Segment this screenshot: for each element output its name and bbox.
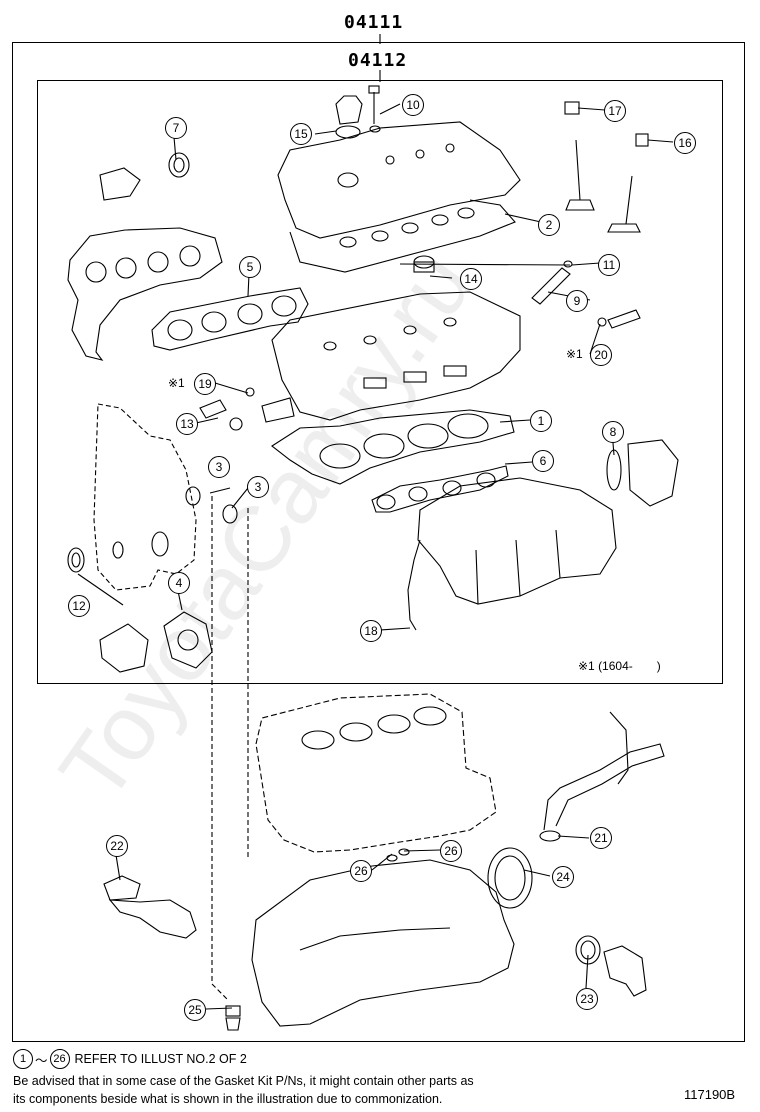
callout-6: 6 bbox=[532, 450, 554, 472]
callout-19: 19 bbox=[194, 373, 216, 395]
ref-from-callout: 1 bbox=[13, 1049, 33, 1069]
callout-3-a: 3 bbox=[208, 456, 230, 478]
callout-23: 23 bbox=[576, 988, 598, 1010]
applicability-note: ※1 (1604- ) bbox=[578, 659, 661, 673]
callout-16: 16 bbox=[674, 132, 696, 154]
callout-26-a: 26 bbox=[440, 840, 462, 862]
mark-20: ※1 bbox=[566, 347, 583, 361]
reference-line: 1 ～ 26 REFER TO ILLUST NO.2 OF 2 bbox=[13, 1049, 247, 1069]
callout-20: 20 bbox=[590, 344, 612, 366]
callout-7: 7 bbox=[165, 117, 187, 139]
callout-24: 24 bbox=[552, 866, 574, 888]
kit-04111-frame bbox=[12, 42, 745, 1042]
ref-to-callout: 26 bbox=[49, 1049, 70, 1069]
callout-21: 21 bbox=[590, 827, 612, 849]
kit-label-outer: 04111 bbox=[344, 12, 404, 33]
callout-9: 9 bbox=[566, 290, 588, 312]
callout-18: 18 bbox=[360, 620, 382, 642]
advisory-note-line-2: its components beside what is shown in t… bbox=[13, 1092, 443, 1106]
callout-5: 5 bbox=[239, 256, 261, 278]
callout-1: 1 bbox=[530, 410, 552, 432]
callout-13: 13 bbox=[176, 413, 198, 435]
callout-11: 11 bbox=[598, 254, 620, 276]
callout-22: 22 bbox=[106, 835, 128, 857]
mark-19: ※1 bbox=[168, 376, 185, 390]
callout-4: 4 bbox=[168, 572, 190, 594]
callout-25: 25 bbox=[184, 999, 206, 1021]
advisory-note-line-1: Be advised that in some case of the Gask… bbox=[13, 1074, 474, 1088]
callout-12: 12 bbox=[68, 595, 90, 617]
figure-id: 117190B bbox=[684, 1087, 736, 1102]
callout-3-b: 3 bbox=[247, 476, 269, 498]
ref-separator: ～ bbox=[35, 1053, 48, 1068]
callout-8: 8 bbox=[602, 421, 624, 443]
kit-label-inner: 04112 bbox=[348, 50, 408, 71]
callout-26-b: 26 bbox=[350, 860, 372, 882]
callout-14: 14 bbox=[460, 268, 482, 290]
callout-15: 15 bbox=[290, 123, 312, 145]
callout-10: 10 bbox=[402, 94, 424, 116]
ref-text: REFER TO ILLUST NO.2 OF 2 bbox=[74, 1052, 247, 1066]
callout-2: 2 bbox=[538, 214, 560, 236]
callout-17: 17 bbox=[604, 100, 626, 122]
